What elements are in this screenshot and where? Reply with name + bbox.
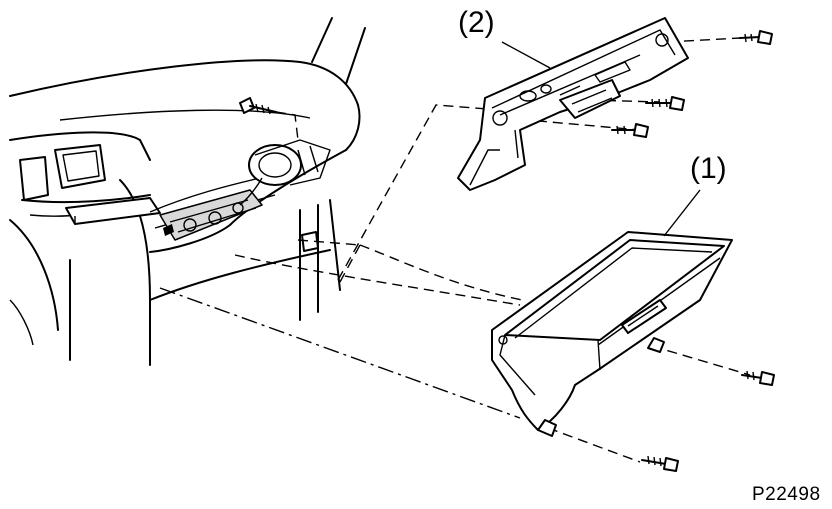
screw-icon	[239, 97, 277, 115]
screw-icon	[645, 96, 685, 111]
internal-bracket-mechanism	[159, 189, 263, 241]
part-2-callout: (2)	[458, 6, 495, 39]
screw-icon	[741, 370, 775, 386]
screw-icon	[739, 30, 773, 45]
figure-code: P22498	[752, 484, 821, 505]
part-2-leader	[501, 41, 551, 69]
blower-duct	[239, 139, 331, 206]
part-1-callout: (1)	[690, 152, 727, 185]
instrument-panel	[9, 17, 366, 366]
screw-icon	[611, 123, 649, 138]
part-1-leader	[663, 189, 701, 237]
screw-icon	[641, 455, 679, 472]
reinforcement-bracket	[457, 17, 689, 191]
glove-compartment-door	[491, 231, 733, 437]
